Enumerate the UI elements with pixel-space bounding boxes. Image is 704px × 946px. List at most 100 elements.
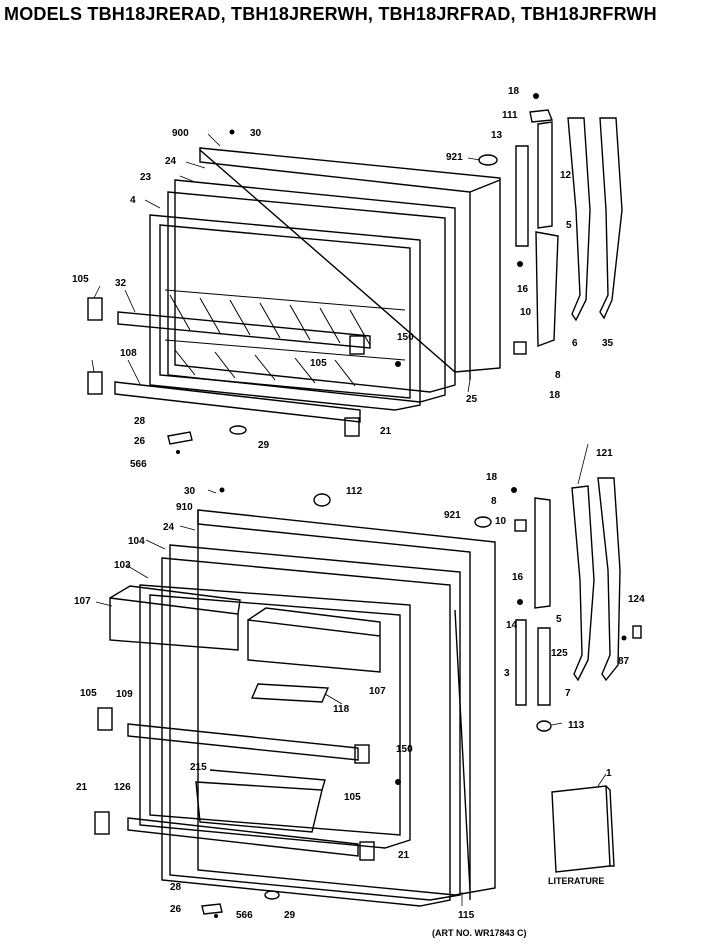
callout: 910	[176, 502, 193, 513]
part-26-lower	[201, 903, 223, 915]
callout: 18	[486, 472, 498, 483]
callout: 121	[596, 448, 613, 459]
callout: 10	[495, 516, 507, 527]
callout: 18	[549, 390, 561, 401]
callout: 112	[346, 486, 363, 497]
handle-7	[571, 485, 595, 682]
lower-door-outer-panel	[197, 509, 496, 896]
callout: 14	[506, 620, 518, 631]
lower-door-liner	[139, 584, 411, 849]
handle-6	[567, 117, 591, 322]
callout: 28	[134, 416, 146, 427]
part-921-lower	[474, 516, 492, 528]
part-113	[536, 720, 552, 732]
part-921	[478, 154, 498, 166]
callout: 109	[116, 689, 133, 700]
callout: 18	[508, 86, 520, 97]
upper-callouts: 18 111 900 30 13 921 12 24 23 4 5 105 32…	[72, 86, 614, 470]
bracket-21-right	[344, 417, 360, 437]
bracket-105-right	[349, 335, 365, 355]
upper-shelf-bar-108	[114, 381, 361, 423]
part-29-lower	[264, 890, 280, 900]
screw-87	[621, 635, 627, 641]
callout: 25	[466, 394, 478, 405]
callout: 566	[236, 910, 253, 921]
callout: 921	[446, 152, 463, 163]
callout: 107	[74, 596, 91, 607]
callout: 1	[606, 768, 612, 779]
literature-label: LITERATURE	[548, 876, 605, 886]
callout: 105	[344, 792, 361, 803]
callout: 566	[130, 459, 147, 470]
part-13	[515, 145, 529, 247]
part-29	[229, 425, 247, 435]
bin-107-right	[247, 619, 381, 673]
bracket-105-lower-right	[354, 744, 370, 764]
callout: 8	[555, 370, 561, 381]
callout: 23	[140, 172, 152, 183]
literature-booklet	[551, 785, 611, 873]
bracket-21-lower-left	[94, 811, 110, 835]
bin-107-left	[109, 597, 239, 651]
shelf-bar-126	[127, 817, 359, 857]
part-124	[632, 625, 642, 639]
part-10	[513, 341, 527, 355]
callout: 126	[114, 782, 131, 793]
callout: 5	[566, 220, 572, 231]
callout: 103	[114, 560, 131, 571]
trim-115	[454, 609, 471, 891]
part-10-lower	[514, 519, 527, 532]
part-5	[535, 231, 559, 348]
part-111	[529, 109, 553, 123]
callout: 125	[551, 648, 568, 659]
callout: 4	[130, 195, 136, 206]
lower-door-gasket	[169, 544, 461, 901]
callout: 16	[517, 284, 529, 295]
screw-150-upper	[395, 361, 401, 367]
callout: 28	[170, 882, 182, 893]
bracket-21-lower-right	[359, 841, 375, 861]
callout: 13	[491, 130, 503, 141]
callout: 87	[618, 656, 630, 667]
egg-tray-118	[250, 683, 330, 703]
screw-30-upper	[229, 129, 235, 135]
callout: 215	[190, 762, 207, 773]
upper-shelf-bar-32	[117, 311, 371, 349]
callout: 108	[120, 348, 137, 359]
callout: 5	[556, 614, 562, 625]
callout: 107	[369, 686, 386, 697]
handle-35	[599, 117, 623, 320]
callout: 111	[502, 110, 518, 121]
callout: 105	[80, 688, 97, 699]
callout: 900	[172, 128, 189, 139]
callout: 30	[184, 486, 196, 497]
screw-566-upper	[176, 450, 180, 454]
screw-30-lower	[219, 487, 225, 493]
callout: 6	[572, 338, 578, 349]
callout: 32	[115, 278, 127, 289]
upper-door-assembly	[87, 109, 623, 445]
callout: 29	[258, 440, 270, 451]
callout: 26	[170, 904, 182, 915]
screw-16-upper	[517, 261, 523, 267]
callout: 24	[165, 156, 177, 167]
callout: 115	[458, 910, 475, 921]
screw-18-lower	[511, 487, 517, 493]
lower-door-assembly	[94, 477, 642, 915]
callout: 113	[568, 720, 585, 731]
art-number: (ART NO. WR17843 C)	[432, 928, 527, 938]
callout: 150	[397, 332, 414, 343]
callout: 29	[284, 910, 296, 921]
callout: 921	[444, 510, 461, 521]
part-14	[515, 619, 527, 706]
callout: 12	[560, 170, 572, 181]
upper-door-gasket	[174, 179, 456, 393]
callout: 35	[602, 338, 614, 349]
callout: 3	[504, 668, 510, 679]
lower-callouts: 18 121 30 112 8 910 921 10 24 104 16 5 1…	[74, 448, 645, 921]
callout: 26	[134, 436, 146, 447]
upper-door-liner	[149, 214, 421, 411]
part-112	[313, 493, 331, 507]
callout: 105	[310, 358, 327, 369]
callout: 21	[76, 782, 88, 793]
